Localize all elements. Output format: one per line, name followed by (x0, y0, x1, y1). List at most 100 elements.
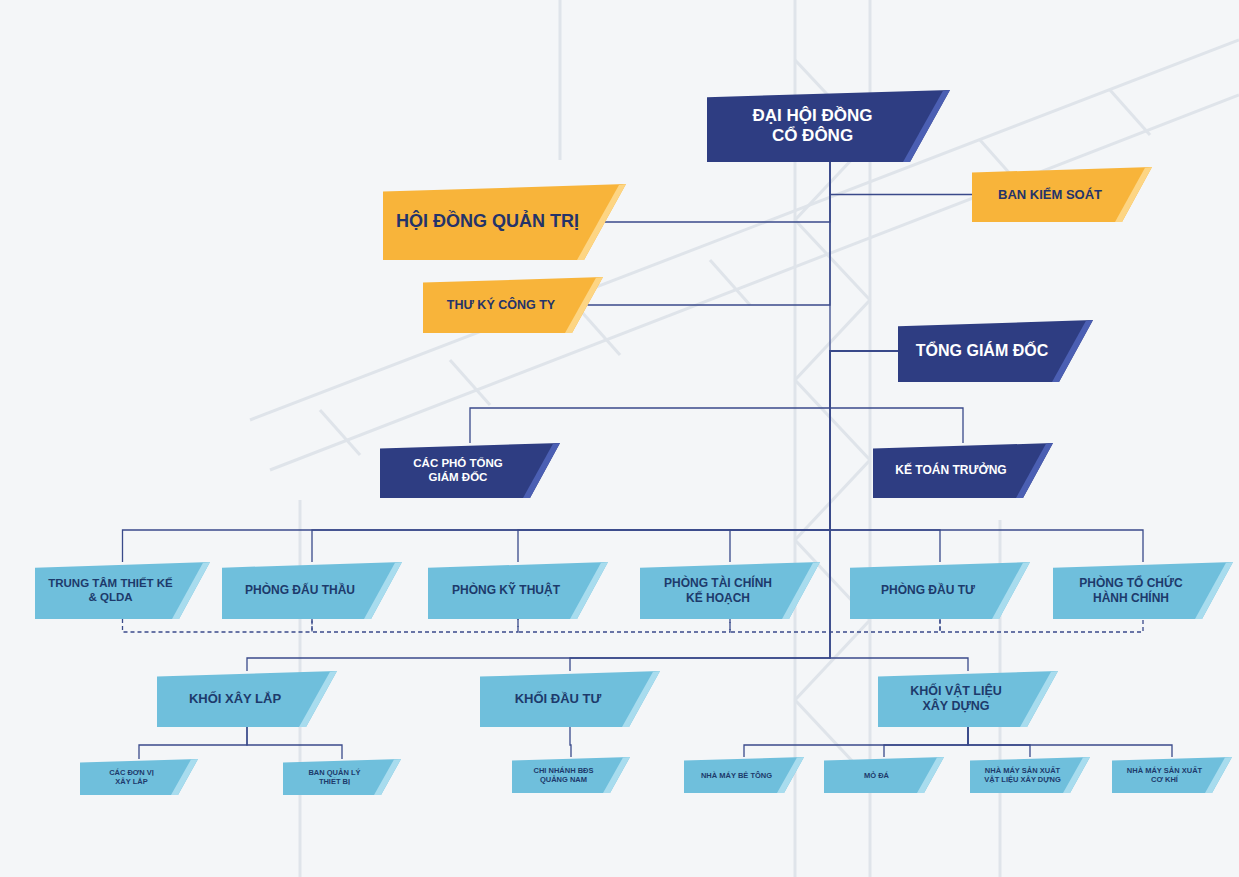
box-fold (577, 184, 626, 260)
connector-line (830, 162, 972, 195)
org-box: KHỐI XÂY LẮP (157, 671, 337, 727)
box-label: KẾ TOÁN TRƯỞNG (895, 463, 1006, 477)
org-box: PHÒNG TÀI CHÍNH KẾ HOẠCH (640, 562, 820, 619)
box-fill (824, 757, 944, 793)
box-fold (1115, 167, 1152, 222)
box-fold (1016, 443, 1053, 498)
box-fold (565, 277, 603, 333)
connector-line (123, 619, 313, 632)
connector-line (470, 351, 898, 443)
connector-line (570, 351, 898, 671)
connector-line (730, 619, 940, 632)
org-box: HỘI ĐỒNG QUẢN TRỊ (383, 184, 626, 260)
box-label: THƯ KÝ CÔNG TY (447, 298, 555, 313)
connector-line (312, 619, 518, 632)
box-fold (570, 562, 608, 619)
org-box: NHÀ MÁY BÊ TÔNG (684, 757, 804, 793)
org-box: MỎ ĐÁ (824, 757, 944, 793)
box-label: PHÒNG ĐẦU TƯ (881, 583, 975, 597)
org-box: ĐẠI HỘI ĐỒNG CỔ ĐÔNG (707, 90, 950, 162)
box-fill (878, 671, 1058, 727)
box-label: KHỐI XÂY LẮP (189, 691, 281, 707)
box-label: PHÒNG TÀI CHÍNH KẾ HOẠCH (656, 576, 781, 605)
box-fold (171, 759, 198, 795)
box-label: NHÀ MÁY BÊ TÔNG (701, 771, 772, 780)
box-label: TỔNG GIÁM ĐỐC (916, 341, 1048, 360)
org-box: PHÒNG KỸ THUẬT (428, 562, 608, 619)
connector-line (123, 351, 899, 562)
org-box: CÁC ĐƠN VỊ XÂY LẮP (80, 759, 198, 795)
box-fill (80, 759, 198, 795)
box-label: CÁC PHÓ TỔNG GIÁM ĐỐC (401, 457, 516, 485)
box-fill (972, 167, 1152, 222)
box-fill (1112, 757, 1232, 793)
box-fill (283, 759, 401, 795)
box-fill (684, 757, 804, 793)
box-fold (622, 671, 660, 727)
box-fold (903, 90, 950, 162)
box-fill (380, 443, 560, 498)
org-box: THƯ KÝ CÔNG TY (423, 277, 603, 333)
connector-line (518, 619, 730, 632)
connector-line (968, 727, 1172, 757)
box-fold (364, 562, 402, 619)
org-box: KẾ TOÁN TRƯỞNG (873, 443, 1053, 498)
box-fill (383, 184, 626, 260)
box-label: PHÒNG KỸ THUẬT (452, 583, 560, 597)
box-fill (480, 671, 660, 727)
box-fill (640, 562, 820, 619)
box-fold (917, 757, 944, 793)
connector-line (884, 727, 968, 757)
box-fill (898, 320, 1093, 382)
box-label: CHI NHÁNH BĐS QUẢNG NAM (528, 766, 600, 784)
box-fill (707, 90, 950, 162)
org-box: KHỐI ĐẦU TƯ (480, 671, 660, 727)
connector-line (570, 727, 571, 757)
box-label: PHÒNG ĐẤU THẦU (245, 583, 355, 597)
org-box: TỔNG GIÁM ĐỐC (898, 320, 1093, 382)
box-fill (428, 562, 608, 619)
connector-line (830, 351, 1143, 562)
connector-line (830, 351, 968, 671)
connector-line (588, 162, 831, 305)
connector-line (139, 727, 247, 759)
box-label: BAN KIỂM SOÁT (998, 187, 1102, 203)
org-box: PHÒNG ĐẤU THẦU (222, 562, 402, 619)
box-fold (777, 757, 804, 793)
box-fold (299, 671, 337, 727)
box-fill (423, 277, 603, 333)
box-label: BAN QUẢN LÝ THIẾT BỊ (304, 768, 366, 786)
box-fill (970, 757, 1090, 793)
box-fold (374, 759, 401, 795)
org-box: BAN KIỂM SOÁT (972, 167, 1152, 222)
connector-line (968, 727, 1030, 757)
connector-line (830, 162, 898, 351)
org-box: BAN QUẢN LÝ THIẾT BỊ (283, 759, 401, 795)
box-label: MỎ ĐÁ (864, 771, 889, 780)
org-box: PHÒNG ĐẦU TƯ (850, 562, 1030, 619)
org-box: NHÀ MÁY SẢN XUẤT VẬT LIỆU XÂY DỰNG (970, 757, 1090, 793)
box-fill (157, 671, 337, 727)
box-label: KHỐI VẬT LIỆU XÂY DỰNG (896, 684, 1016, 714)
org-box: CHI NHÁNH BĐS QUẢNG NAM (512, 757, 630, 793)
box-label: HỘI ĐỒNG QUẢN TRỊ (396, 211, 579, 233)
box-label: CÁC ĐƠN VỊ XÂY LẮP (101, 768, 163, 786)
connector-line (312, 351, 898, 562)
org-box: KHỐI VẬT LIỆU XÂY DỰNG (878, 671, 1058, 727)
connector-line (940, 619, 1143, 632)
box-label: TRUNG TÂM THIẾT KẾ & QLDA (43, 577, 178, 605)
box-label: NHÀ MÁY SẢN XUẤT VẬT LIỆU XÂY DỰNG (979, 766, 1067, 784)
box-fold (1063, 757, 1090, 793)
box-fold (603, 757, 630, 793)
connector-line (744, 727, 968, 757)
box-fold (172, 562, 210, 619)
box-fold (992, 562, 1030, 619)
box-label: NHÀ MÁY SẢN XUẤT CƠ KHÍ (1121, 766, 1209, 784)
box-fold (1205, 757, 1232, 793)
org-box: CÁC PHÓ TỔNG GIÁM ĐỐC (380, 443, 560, 498)
box-fill (850, 562, 1030, 619)
org-box: NHÀ MÁY SẢN XUẤT CƠ KHÍ (1112, 757, 1232, 793)
box-label: PHÒNG TỔ CHỨC HÀNH CHÍNH (1069, 576, 1194, 605)
box-fill (512, 757, 630, 793)
